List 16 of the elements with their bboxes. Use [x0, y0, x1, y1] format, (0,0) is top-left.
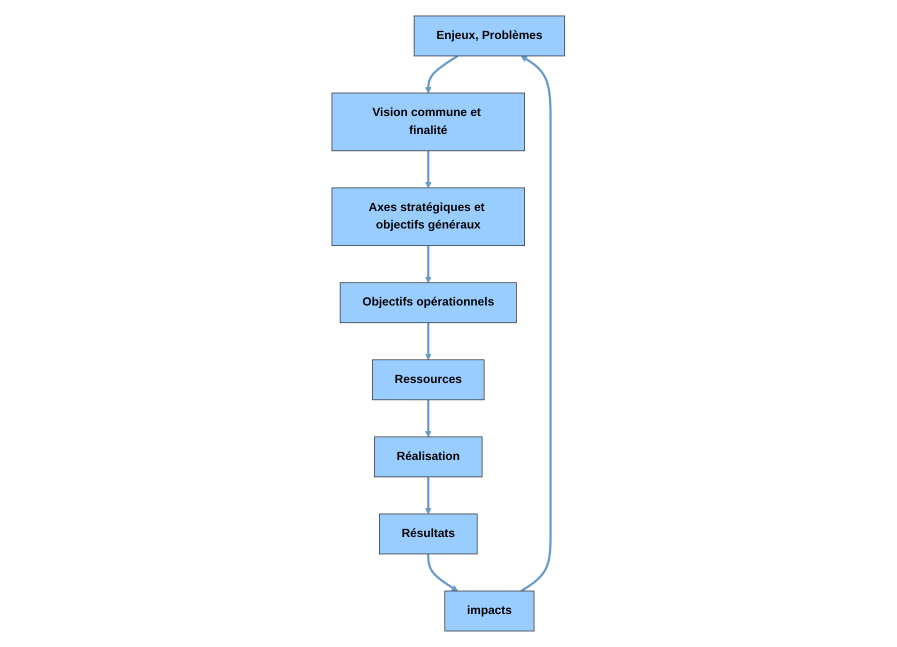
node-box: Enjeux, Problèmes	[414, 16, 566, 56]
node-box: Axes stratégiques et objectifs généraux	[332, 188, 526, 246]
node-box: Vision commune et finalité	[332, 92, 526, 152]
arrow	[520, 56, 552, 592]
node-box: Réalisation	[374, 436, 483, 478]
arrow	[425, 476, 432, 514]
node-box: Résultats	[379, 514, 478, 554]
arrow	[425, 246, 432, 284]
node-box: Ressources	[372, 359, 485, 400]
arrow	[425, 400, 432, 438]
arrow	[427, 554, 458, 592]
node-box: impacts	[444, 590, 535, 632]
node-box: Objectifs opérationnels	[340, 282, 517, 324]
arrow	[425, 322, 432, 360]
arrow	[425, 150, 432, 188]
arrow	[425, 55, 458, 94]
